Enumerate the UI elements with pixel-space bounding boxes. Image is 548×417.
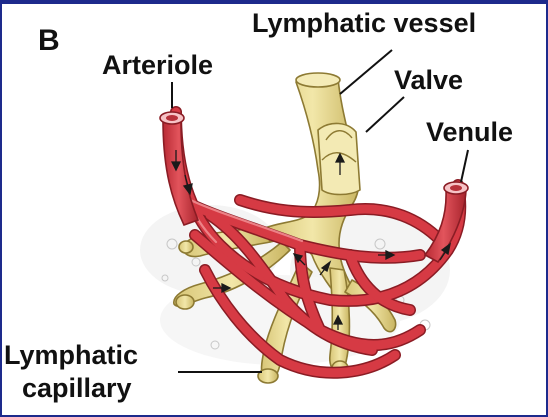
- leader-line-lymphatic-vessel: [340, 50, 392, 94]
- panel-letter: B: [38, 26, 60, 56]
- leader-line-venule: [461, 150, 468, 182]
- lymphatic-vessel-opening: [296, 73, 340, 87]
- leader-line-valve: [366, 97, 404, 132]
- label-lymphatic-capillary-line1: Lymphatic: [4, 342, 138, 369]
- label-venule: Venule: [426, 119, 513, 146]
- label-lymphatic-vessel: Lymphatic vessel: [252, 10, 476, 37]
- arteriole-vessel: [160, 112, 198, 225]
- label-valve: Valve: [394, 67, 463, 94]
- label-lymphatic-capillary-line2: capillary: [22, 375, 132, 402]
- label-arteriole: Arteriole: [102, 52, 213, 79]
